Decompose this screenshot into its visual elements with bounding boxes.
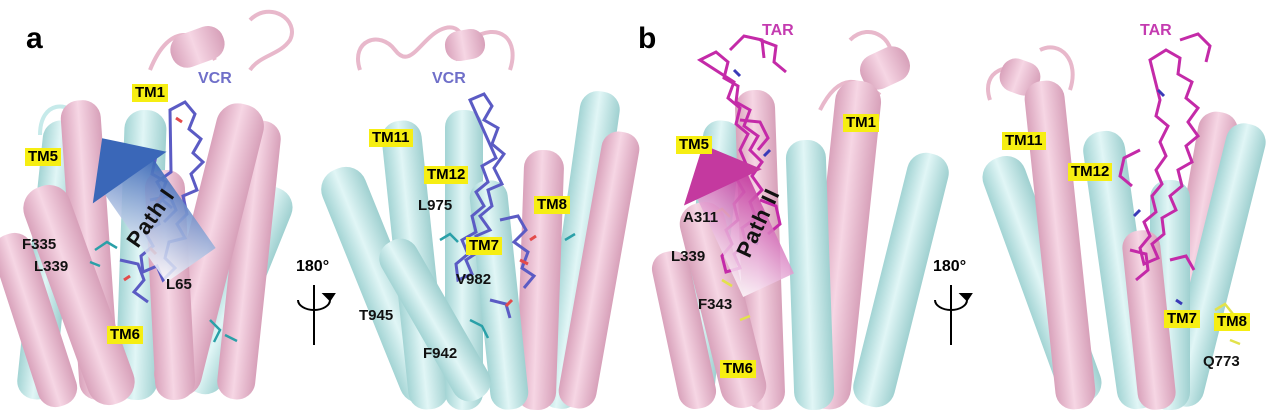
helix-label-tm8-b: TM8	[1214, 313, 1250, 331]
ligand-label-vcr-left: VCR	[198, 70, 232, 87]
residue-label-f942: F942	[423, 345, 458, 362]
residue-label-l65: L65	[166, 276, 192, 293]
helix-label-tm8-a: TM8	[534, 196, 570, 214]
residue-label-f343: F343	[698, 296, 733, 313]
ligand-label-vcr-right: VCR	[432, 70, 466, 87]
residue-label-f335: F335	[22, 236, 57, 253]
helix-label-tm5-b: TM5	[676, 136, 712, 154]
residue-label-t945: T945	[359, 307, 394, 324]
residue-label-l339-a: L339	[34, 258, 69, 275]
panel-a-left-view	[0, 9, 294, 408]
helix-label-tm7-b: TM7	[1164, 310, 1200, 328]
helix-label-tm5-a: TM5	[25, 148, 61, 166]
residue-label-q773: Q773	[1203, 353, 1240, 370]
residue-label-l339-b: L339	[671, 248, 706, 265]
residue-label-v982: V982	[456, 271, 492, 288]
panel-letter-a: a	[26, 22, 43, 55]
path-arrow-a	[92, 138, 216, 283]
rotation-symbol-a	[297, 285, 336, 345]
helix-label-tm11-a: TM11	[369, 129, 413, 147]
helix-label-tm7-a: TM7	[466, 237, 502, 255]
panel-b-right-view	[982, 32, 1266, 410]
rotation-label-a: 180°	[296, 258, 330, 275]
path-arrow-b	[683, 144, 794, 298]
panel-letter-b: b	[638, 22, 657, 55]
panel-a-right-view	[321, 25, 640, 410]
residue-label-l975: L975	[418, 197, 453, 214]
residue-label-a311: A311	[683, 209, 719, 226]
rotation-label-b: 180°	[933, 258, 967, 275]
helix-label-tm1-b: TM1	[843, 114, 879, 132]
rotation-symbol-b	[934, 285, 973, 345]
helix-label-tm12-a: TM12	[424, 166, 469, 184]
ligand-label-tar-right: TAR	[1140, 22, 1172, 39]
panel-b-left-view	[651, 29, 949, 410]
helix-label-tm12-b: TM12	[1068, 163, 1113, 181]
ligand-label-tar-left: TAR	[762, 22, 794, 39]
helix-label-tm11-b: TM11	[1002, 132, 1046, 150]
helix-label-tm1-a: TM1	[132, 84, 168, 102]
helix-label-tm6-b: TM6	[720, 360, 756, 378]
helix-label-tm6-a: TM6	[107, 326, 143, 344]
